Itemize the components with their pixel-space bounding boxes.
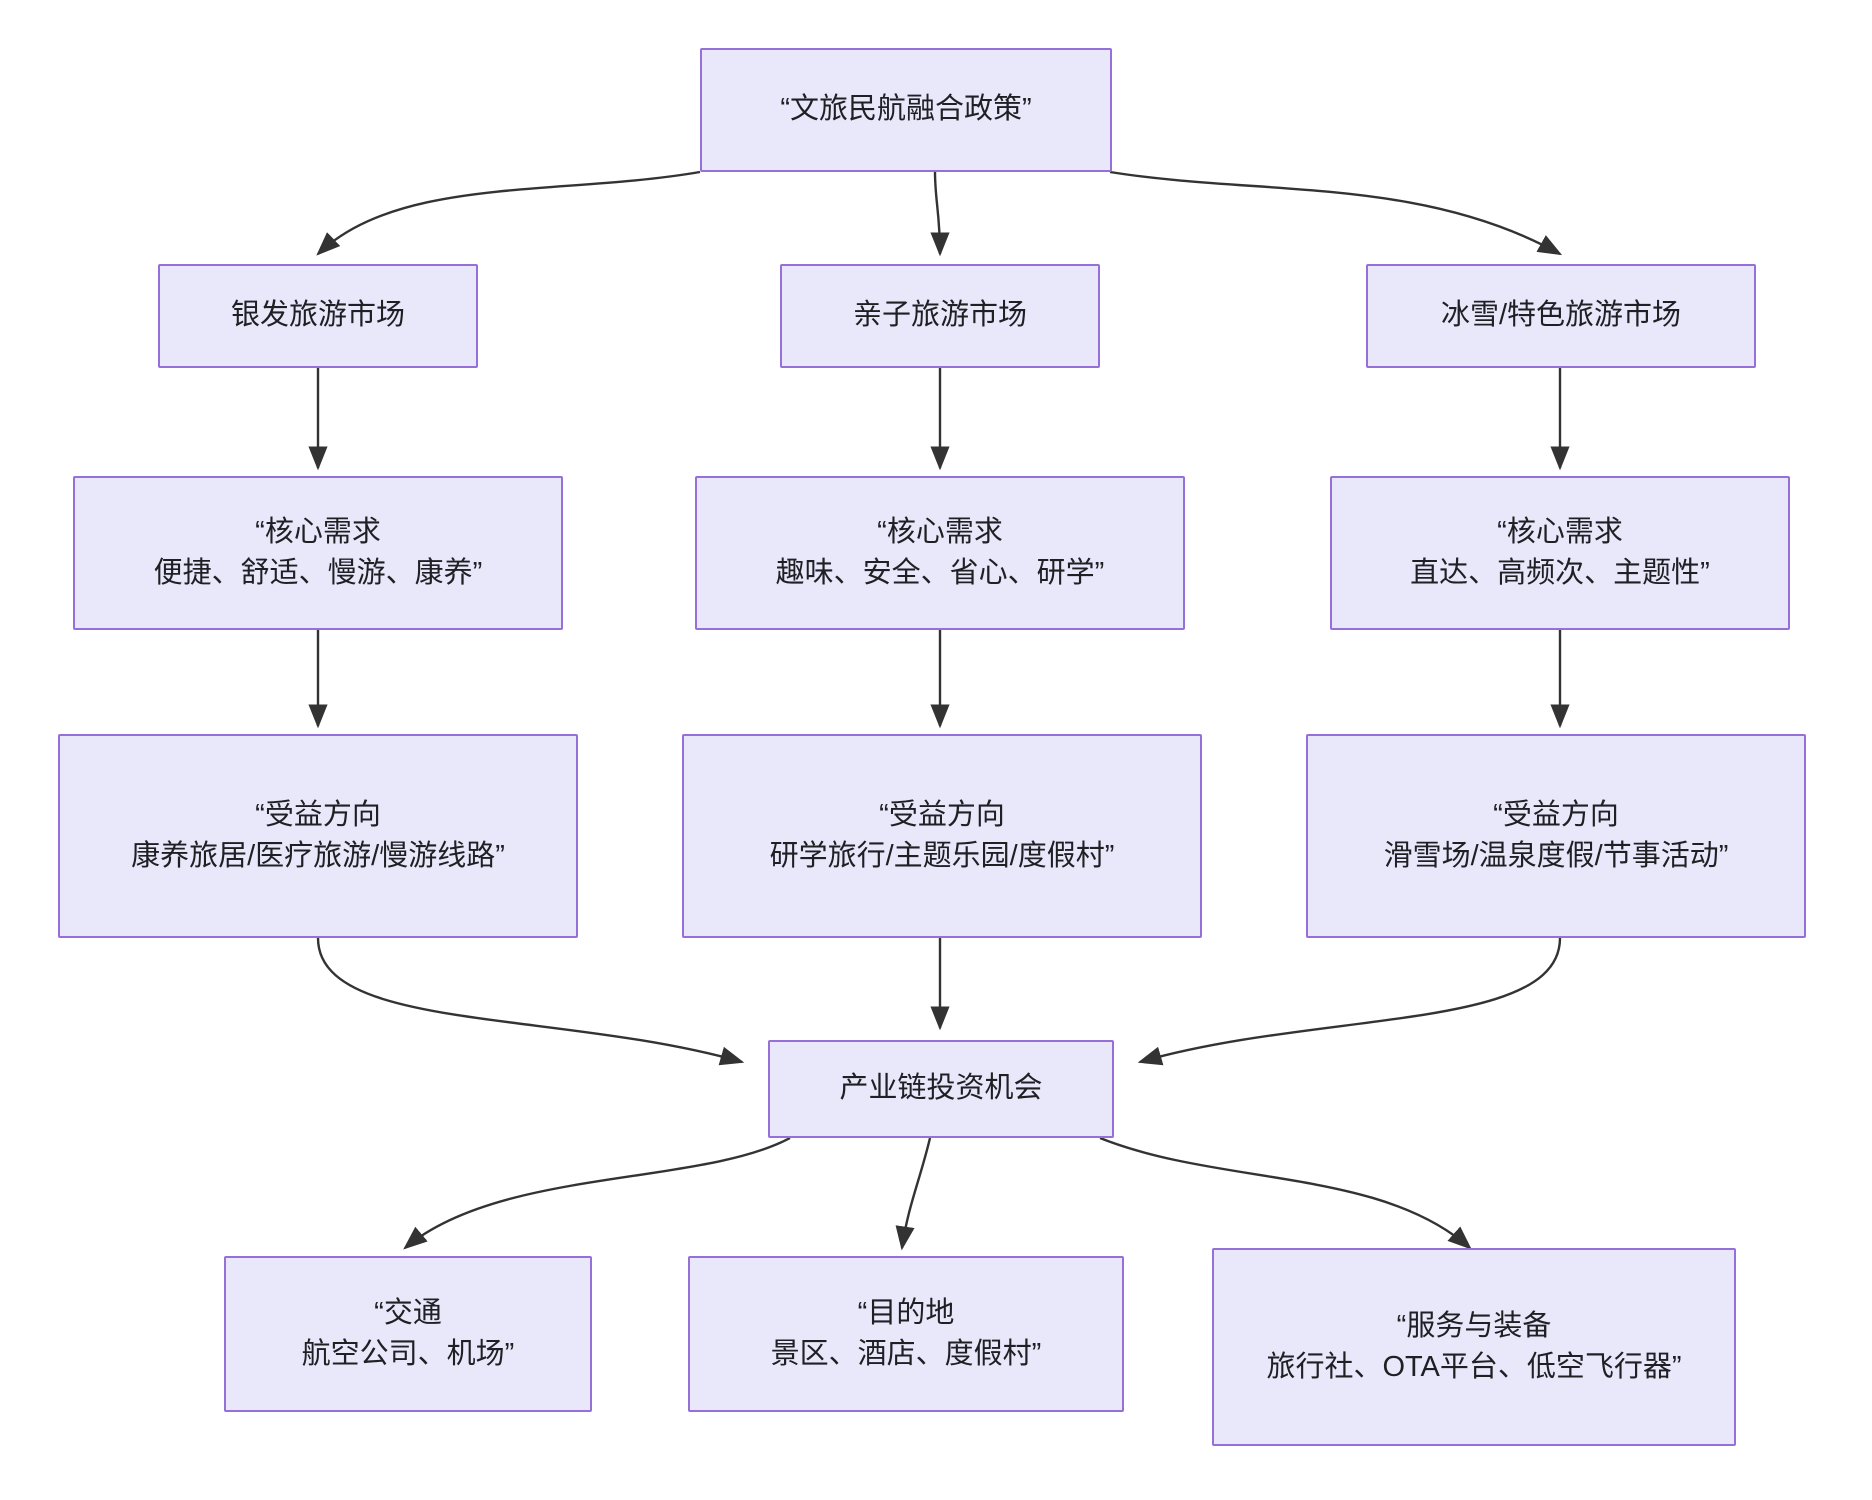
node-need-silver-label: “核心需求 便捷、舒适、慢游、康养”	[153, 515, 483, 589]
node-chain[interactable]: 产业链投资机会	[768, 1040, 1114, 1138]
node-benefit-snow[interactable]: “受益方向 滑雪场/温泉度假/节事活动”	[1306, 734, 1806, 938]
edge-chain-to-destination	[895, 1137, 932, 1251]
node-destination-label: “目的地 景区、酒店、度假村”	[770, 1296, 1042, 1370]
node-need-snow-label: “核心需求 直达、高频次、主题性”	[1410, 515, 1710, 589]
node-destination[interactable]: “目的地 景区、酒店、度假村”	[688, 1256, 1124, 1412]
node-transport-label: “交通 航空公司、机场”	[301, 1296, 515, 1370]
node-benefit-silver-label: “受益方向 康养旅居/医疗旅游/慢游线路”	[131, 798, 505, 872]
node-benefit-silver[interactable]: “受益方向 康养旅居/医疗旅游/慢游线路”	[58, 734, 578, 938]
node-benefit-family[interactable]: “受益方向 研学旅行/主题乐园/度假村”	[682, 734, 1202, 938]
edge-benefit-silver-to-chain	[316, 937, 745, 1066]
node-market-silver[interactable]: 银发旅游市场	[158, 264, 478, 368]
node-benefit-snow-label: “受益方向 滑雪场/温泉度假/节事活动”	[1383, 798, 1729, 872]
edge-benefit-snow-to-chain	[1137, 937, 1562, 1066]
edge-policy-to-market-family	[930, 171, 950, 257]
edge-chain-to-transport	[403, 1136, 791, 1250]
node-market-snow-label: 冰雪/特色旅游市场	[1440, 299, 1682, 332]
node-chain-label: 产业链投资机会	[839, 1072, 1043, 1105]
edge-policy-to-market-silver	[316, 170, 701, 256]
edge-chain-to-service	[1099, 1136, 1472, 1250]
node-service-label: “服务与装备 旅行社、OTA平台、低空飞行器”	[1266, 1309, 1682, 1383]
node-market-silver-label: 银发旅游市场	[230, 299, 405, 332]
node-policy-label: “文旅民航融合政策”	[780, 93, 1032, 126]
node-need-family-label: “核心需求 趣味、安全、省心、研学”	[775, 515, 1105, 589]
node-benefit-family-label: “受益方向 研学旅行/主题乐园/度假村”	[769, 798, 1115, 872]
node-service[interactable]: “服务与装备 旅行社、OTA平台、低空飞行器”	[1212, 1248, 1736, 1446]
node-need-snow[interactable]: “核心需求 直达、高频次、主题性”	[1330, 476, 1790, 630]
node-need-silver[interactable]: “核心需求 便捷、舒适、慢游、康养”	[73, 476, 563, 630]
node-market-family[interactable]: 亲子旅游市场	[780, 264, 1100, 368]
node-policy[interactable]: “文旅民航融合政策”	[700, 48, 1112, 172]
node-transport[interactable]: “交通 航空公司、机场”	[224, 1256, 592, 1412]
node-market-snow[interactable]: 冰雪/特色旅游市场	[1366, 264, 1756, 368]
node-need-family[interactable]: “核心需求 趣味、安全、省心、研学”	[695, 476, 1185, 630]
edge-policy-to-market-snow	[1109, 170, 1563, 256]
node-market-family-label: 亲子旅游市场	[852, 299, 1027, 332]
